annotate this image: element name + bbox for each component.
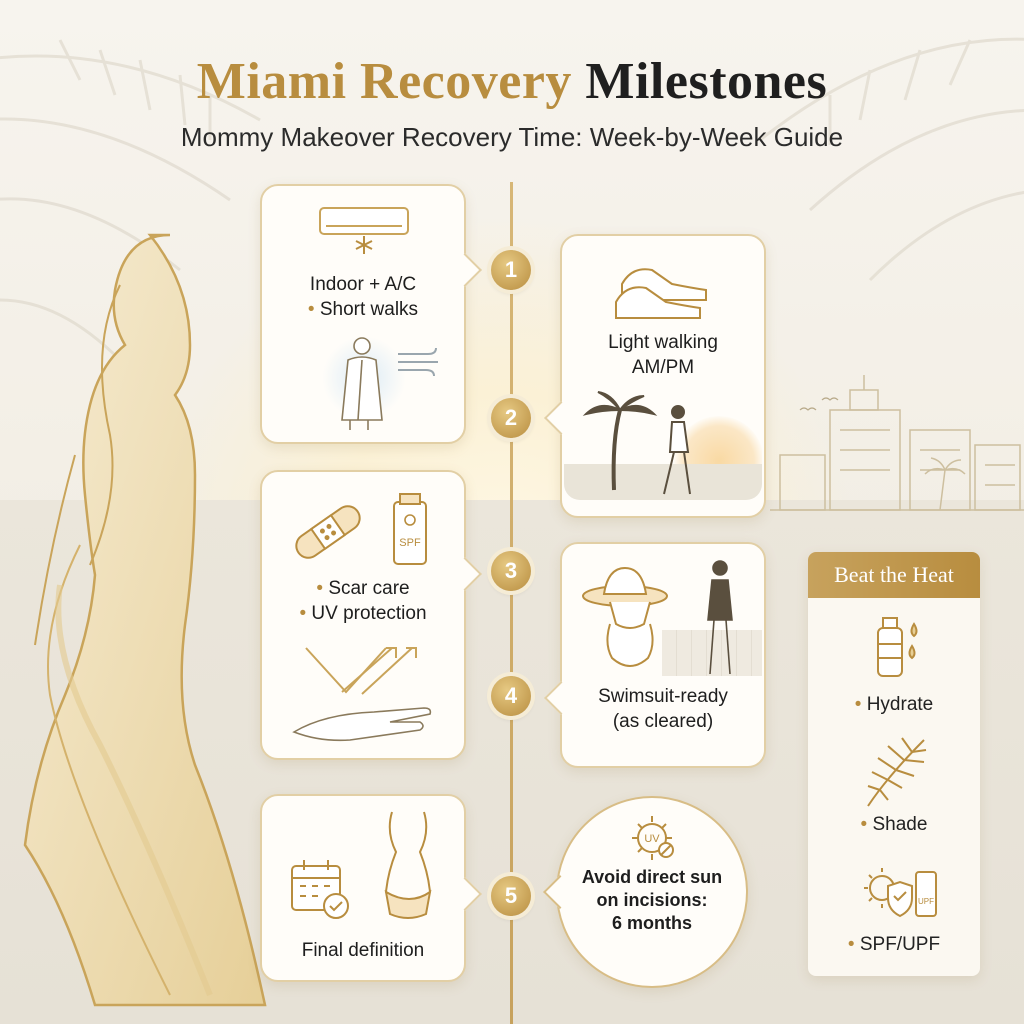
palm-tree-icon — [582, 391, 658, 491]
calendar-check-icon — [291, 860, 349, 919]
milestone-badge-5: 5 — [491, 876, 531, 916]
palm-leaf-icon — [867, 737, 927, 807]
milestone-card-5: Final definition — [260, 794, 466, 982]
beat-the-heat-title: Beat the Heat — [808, 552, 980, 598]
air-conditioner-icon — [319, 207, 409, 254]
beat-the-heat-panel: Beat the Heat • Hydrate • Shade UPF • SP… — [808, 552, 980, 976]
body-silhouette-icon — [384, 811, 432, 919]
palm-shadow-right-icon — [759, 37, 1024, 282]
sun-note-line-1: Avoid direct sun — [581, 867, 723, 887]
sidebar-item-shade: Shade — [872, 814, 928, 835]
swimsuit-icon — [606, 601, 654, 667]
milestone-1-line-2: Short walks — [319, 299, 419, 320]
sun-note-line-3: 6 months — [611, 913, 692, 933]
milestone-5-line-1: Final definition — [301, 940, 425, 961]
woman-silhouette-icon — [23, 233, 267, 1007]
sun-hat-icon — [582, 566, 668, 607]
sidebar-item-spf-upf: SPF/UPF — [859, 934, 941, 955]
milestone-4-line-2: (as cleared) — [612, 711, 714, 732]
bandage-icon — [295, 505, 361, 559]
upf-label: UPF — [918, 897, 934, 906]
robe-woman-icon — [341, 337, 383, 430]
sun-warning-bubble: UV Avoid direct sun on incisions: 6 mont… — [556, 796, 748, 988]
milestone-3-line-1: Scar care — [328, 578, 410, 599]
walking-woman-icon — [663, 405, 691, 495]
milestone-1-line-1: Indoor + A/C — [309, 274, 417, 295]
uv-no-sun-icon: UV — [632, 816, 674, 860]
milestone-4-line-1: Swimsuit-ready — [598, 686, 728, 707]
title-dark-part: Milestones — [585, 53, 828, 110]
milestone-2-line-2: AM/PM — [631, 357, 695, 378]
woman-swimsuit-icon — [707, 560, 733, 675]
wind-icon — [398, 347, 438, 377]
sneakers-icon — [615, 268, 707, 319]
milestone-card-2: Light walking AM/PM — [560, 234, 766, 518]
timeline-spine — [510, 182, 513, 1024]
miami-skyline-icon — [770, 375, 1024, 511]
milestone-3-line-2: UV protection — [311, 603, 427, 624]
uv-arrows-icon — [305, 647, 417, 695]
hand-icon — [292, 707, 432, 742]
title-gold-part: Miami Recovery — [196, 53, 572, 110]
sunscreen-spf-label: SPF — [399, 537, 421, 549]
page-title: Miami Recovery Milestones — [0, 52, 1024, 111]
sunscreen-icon: SPF — [393, 493, 427, 565]
uv-label: UV — [644, 833, 660, 845]
page-subtitle: Mommy Makeover Recovery Time: Week-by-We… — [180, 122, 844, 152]
milestone-card-3: SPF • Scar care • UV protection — [260, 470, 466, 760]
beach-scene — [564, 386, 762, 500]
sunscreen-shield-icon: UPF — [864, 868, 937, 918]
milestone-badge-3: 3 — [491, 551, 531, 591]
sea-band — [564, 464, 762, 500]
milestone-badge-2: 2 — [491, 398, 531, 438]
milestone-2-line-1: Light walking — [608, 332, 718, 353]
milestone-badge-1: 1 — [491, 250, 531, 290]
snowflake-icon — [355, 236, 373, 254]
water-bottle-icon — [877, 617, 918, 677]
sun-note-line-2: on incisions: — [596, 890, 708, 910]
milestone-card-1: Indoor + A/C • Short walks — [260, 184, 466, 444]
milestone-badge-4: 4 — [491, 676, 531, 716]
sidebar-item-hydrate: Hydrate — [866, 694, 934, 715]
milestone-card-4: Swimsuit-ready (as cleared) — [560, 542, 766, 768]
